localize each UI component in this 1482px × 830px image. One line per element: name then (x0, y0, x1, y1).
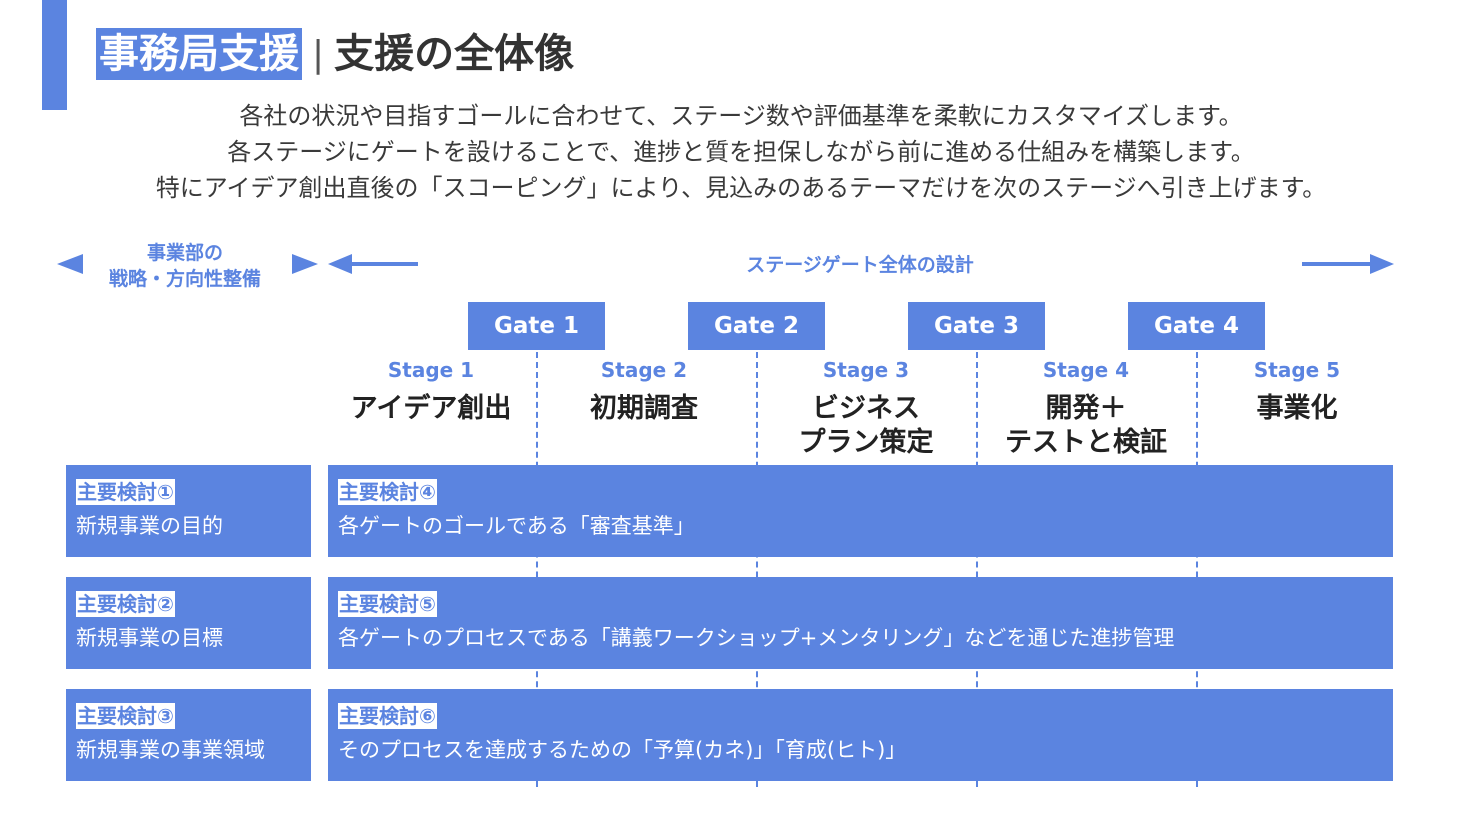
item-label: 主要検討① (76, 479, 175, 505)
stage-2-name: 初期調査 (590, 393, 698, 424)
stage-1-name: アイデア創出 (350, 393, 512, 424)
item-label: 主要検討③ (76, 703, 175, 729)
stage-3-name: ビジネス プラン策定 (798, 393, 934, 458)
stage-5-number: Stage 5 (1253, 358, 1341, 382)
item-label: 主要検討⑤ (338, 591, 437, 617)
stage-4-number: Stage 4 (1042, 358, 1130, 382)
strategy-label-line: 事業部の (146, 242, 223, 264)
item-text: 新規事業の目的 (76, 514, 223, 538)
gate-divider (1196, 352, 1198, 787)
overall-design-label: ステージゲート全体の設計 (746, 254, 974, 276)
gate-4: Gate 4 (1128, 302, 1265, 350)
item-label: 主要検討⑥ (338, 703, 437, 729)
gate-2: Gate 2 (688, 302, 825, 350)
strategy-label-line: 戦略・方向性整備 (108, 268, 261, 290)
right-item-box-1: 主要検討④ 各ゲートのゴールである「審査基準」 (328, 465, 1393, 557)
item-text: そのプロセスを達成するための「予算(カネ)」「育成(ヒト)」 (338, 738, 907, 762)
left-item-box-1: 主要検討① 新規事業の目的 (66, 465, 311, 557)
page-title: 事務局支援 | 支援の全体像 (96, 26, 574, 82)
long-right-arrow-icon (1302, 254, 1394, 274)
stage-2-number: Stage 2 (600, 358, 688, 382)
gate-3: Gate 3 (908, 302, 1045, 350)
title-main: 支援の全体像 (334, 31, 575, 77)
item-text: 各ゲートのゴールである「審査基準」 (338, 514, 695, 538)
description-line: 各社の状況や目指すゴールに合わせて、ステージ数や評価基準を柔軟にカスタマイズしま… (239, 102, 1243, 130)
strategy-label: 事業部の 戦略・方向性整備 (90, 240, 280, 292)
gate-1: Gate 1 (468, 302, 605, 350)
long-left-arrow-icon (328, 254, 418, 274)
item-text: 新規事業の事業領域 (76, 738, 265, 762)
stage-3-number: Stage 3 (822, 358, 910, 382)
description-line: 各ステージにゲートを設けることで、進捗と質を担保しながら前に進める仕組みを構築し… (227, 138, 1255, 166)
left-item-box-3: 主要検討③ 新規事業の事業領域 (66, 689, 311, 781)
title-highlight: 事務局支援 (96, 28, 302, 80)
item-text: 各ゲートのプロセスである「講義ワークショップ+メンタリング」などを通じた進捗管理 (338, 626, 1175, 650)
gate-divider (976, 352, 978, 787)
gate-divider (756, 352, 758, 787)
stage-1-number: Stage 1 (387, 358, 475, 382)
description-line: 特にアイデア創出直後の「スコーピング」により、見込みのあるテーマだけを次のステー… (155, 174, 1327, 202)
accent-bar (42, 0, 67, 110)
description: 各社の状況や目指すゴールに合わせて、ステージ数や評価基準を柔軟にカスタマイズしま… (0, 98, 1482, 206)
item-label: 主要検討② (76, 591, 175, 617)
left-item-box-2: 主要検討② 新規事業の目標 (66, 577, 311, 669)
right-item-box-3: 主要検討⑥ そのプロセスを達成するための「予算(カネ)」「育成(ヒト)」 (328, 689, 1393, 781)
title-separator: | (312, 33, 325, 75)
left-arrow-icon (57, 254, 83, 274)
right-arrow-icon (292, 254, 318, 274)
item-label: 主要検討④ (338, 479, 437, 505)
right-item-box-2: 主要検討⑤ 各ゲートのプロセスである「講義ワークショップ+メンタリング」などを通… (328, 577, 1393, 669)
gate-divider (536, 352, 538, 787)
stage-5-name: 事業化 (1256, 393, 1338, 424)
item-text: 新規事業の目標 (76, 626, 223, 650)
stage-4-name: 開発＋ テストと検証 (1005, 393, 1167, 458)
